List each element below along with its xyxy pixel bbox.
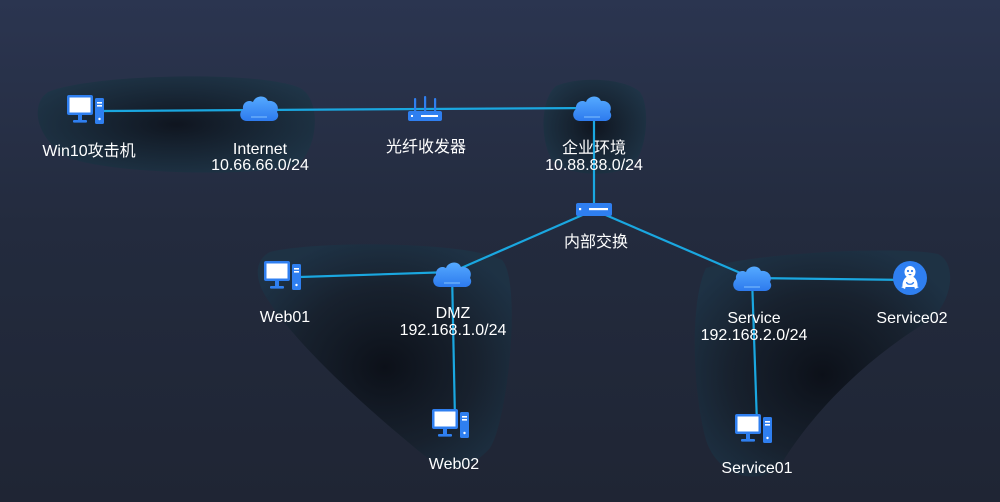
desktop-computer-icon	[734, 412, 774, 446]
cloud-icon	[570, 93, 614, 123]
node-label-service02: Service02	[876, 310, 948, 327]
node-label-win10: Win10攻击机	[42, 143, 136, 160]
link-win10-internet	[103, 108, 260, 113]
node-label-dmz: DMZ	[435, 305, 471, 322]
node-label-web01: Web01	[259, 309, 311, 326]
node-label-service: Service	[727, 310, 781, 327]
node-win10[interactable]	[66, 93, 106, 127]
cloud-icon	[730, 263, 774, 293]
node-subnet-enterprise: 10.88.88.0/24	[545, 157, 643, 174]
link-service-service01	[750, 277, 759, 425]
node-label-transceiver: 光纤收发器	[385, 139, 467, 156]
node-subnet-internet: 10.66.66.0/24	[211, 157, 309, 174]
link-dmz-web02	[450, 271, 457, 421]
node-subnet-dmz: 192.168.1.0/24	[399, 322, 507, 339]
desktop-computer-icon	[66, 93, 106, 127]
link-switch-service	[593, 208, 753, 280]
linux-penguin-icon	[892, 260, 928, 296]
desktop-computer-icon	[431, 407, 471, 441]
zones-layer	[37, 76, 951, 477]
node-label-switch: 内部交换	[563, 234, 629, 251]
node-dmz[interactable]	[430, 259, 474, 289]
switch-icon	[574, 200, 614, 220]
link-switch-dmz	[451, 208, 595, 274]
node-label-service01: Service01	[721, 460, 793, 477]
cloud-icon	[237, 93, 281, 123]
node-internet[interactable]	[237, 93, 281, 123]
link-transceiver-enterprise	[424, 106, 595, 111]
router-icon	[405, 95, 445, 125]
node-subnet-service: 192.168.2.0/24	[700, 327, 808, 344]
cloud-icon	[430, 259, 474, 289]
node-service01[interactable]	[734, 412, 774, 446]
links-layer	[103, 106, 909, 425]
node-switch[interactable]	[574, 200, 614, 220]
desktop-computer-icon	[263, 259, 303, 293]
link-service-service02	[751, 276, 909, 282]
node-web02[interactable]	[431, 407, 471, 441]
node-service[interactable]	[730, 263, 774, 293]
link-dmz-web01	[299, 270, 453, 279]
node-label-internet: Internet	[232, 141, 288, 158]
node-web01[interactable]	[263, 259, 303, 293]
zone-internet	[37, 76, 315, 173]
node-label-enterprise: 企业环境	[561, 140, 627, 157]
node-enterprise[interactable]	[570, 93, 614, 123]
link-internet-transceiver	[258, 107, 426, 112]
node-service02[interactable]	[892, 260, 928, 296]
node-transceiver[interactable]	[405, 95, 445, 125]
node-label-web02: Web02	[428, 456, 480, 473]
